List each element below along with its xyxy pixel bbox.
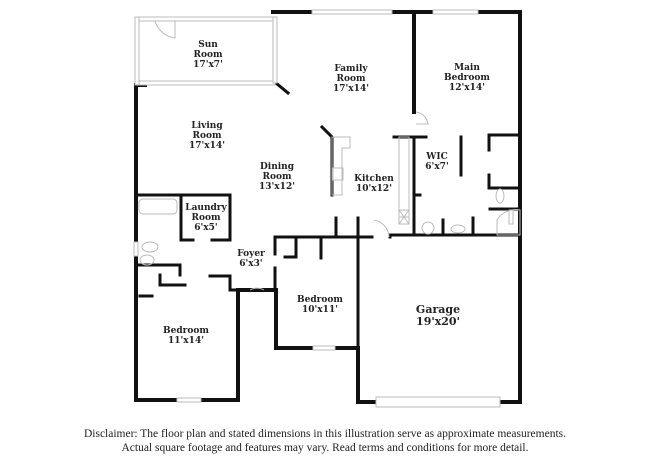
room-label-foyer: Foyer 6'x3' <box>237 249 265 269</box>
room-name: Bedroom <box>163 326 209 336</box>
room-dimensions: 17'x14' <box>333 84 369 94</box>
room-dimensions: 12'x14' <box>449 83 485 93</box>
room-name: Room <box>262 172 292 182</box>
room-name: Room <box>191 213 221 223</box>
room-name: Family <box>334 64 368 74</box>
room-name: Kitchen <box>354 174 394 184</box>
room-name: Room <box>192 131 222 141</box>
room-dimensions: 6'x3' <box>239 259 263 269</box>
room-name: Sun <box>198 40 218 50</box>
room-name: Garage <box>415 303 461 316</box>
room-label-sun-room: Sun Room 17'x7' <box>193 40 223 70</box>
disclaimer-line-1: Disclaimer: The floor plan and stated di… <box>83 428 567 440</box>
room-name: WIC <box>426 152 448 162</box>
disclaimer-line-2: Actual square footage and features may v… <box>121 442 529 454</box>
room-dimensions: 6'x5' <box>194 223 218 233</box>
room-dimensions: 10'x12' <box>356 184 392 194</box>
room-label-bedroom-3: Bedroom 11'x14' <box>163 326 209 346</box>
room-dimensions: 11'x14' <box>168 336 204 346</box>
room-label-garage: Garage 19'x20' <box>416 304 460 328</box>
room-label-bedroom-2: Bedroom 10'x11' <box>297 295 343 315</box>
room-label-kitchen: Kitchen 10'x12' <box>354 174 394 194</box>
room-dimensions: 13'x12' <box>259 182 295 192</box>
disclaimer: Disclaimer: The floor plan and stated di… <box>0 427 650 455</box>
room-name: Room <box>336 74 366 84</box>
room-name: Room <box>193 50 223 60</box>
room-name: Laundry <box>185 203 227 213</box>
room-name: Bedroom <box>444 73 490 83</box>
room-name: Main <box>454 63 480 73</box>
room-dimensions: 17'x14' <box>189 141 225 151</box>
room-name: Bedroom <box>297 295 343 305</box>
room-label-living-room: Living Room 17'x14' <box>189 121 225 151</box>
room-name: Living <box>191 121 223 131</box>
room-label-laundry-room: Laundry Room 6'x5' <box>185 203 227 233</box>
room-label-main-bedroom: Main Bedroom 12'x14' <box>444 63 490 93</box>
room-dimensions: 10'x11' <box>302 305 338 315</box>
room-dimensions: 19'x20' <box>416 315 460 328</box>
room-dimensions: 6'x7' <box>425 162 449 172</box>
room-name: Foyer <box>237 249 265 259</box>
room-dimensions: 17'x7' <box>193 60 223 70</box>
room-label-family-room: Family Room 17'x14' <box>333 64 369 94</box>
room-label-dining-room: Dining Room 13'x12' <box>259 162 295 192</box>
room-name: Dining <box>259 162 295 172</box>
room-label-wic: WIC 6'x7' <box>425 152 448 172</box>
